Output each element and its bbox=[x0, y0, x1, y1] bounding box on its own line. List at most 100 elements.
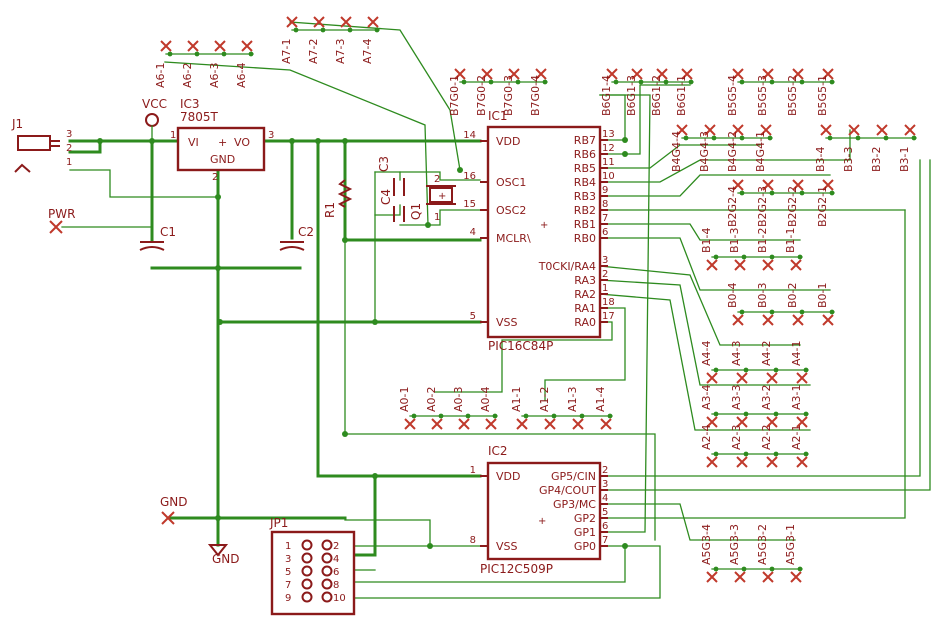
pad-x-mark bbox=[732, 179, 744, 191]
jp1-pin-left: 7 bbox=[285, 580, 291, 591]
pad-x-mark bbox=[458, 418, 470, 430]
pad-junction bbox=[167, 51, 173, 57]
pad-junction bbox=[438, 413, 444, 419]
pad-junction bbox=[613, 79, 619, 85]
c1-ref: C1 bbox=[160, 225, 176, 239]
pad-x-mark bbox=[760, 124, 772, 136]
ic1-pin-name: OSC1 bbox=[496, 176, 526, 189]
solder-pad: A6-1 bbox=[154, 40, 173, 88]
pad-junction bbox=[711, 135, 717, 141]
solder-pad: A7-3 bbox=[334, 16, 353, 64]
pad-x-mark bbox=[706, 416, 718, 428]
jp1-pin-left: 1 bbox=[285, 541, 291, 552]
pad-x-mark bbox=[732, 314, 744, 326]
ic1-pin-name: RB1 bbox=[574, 218, 596, 231]
pad-label: A4-1 bbox=[790, 341, 803, 367]
ic2-pin-name: GP4/COUT bbox=[539, 484, 596, 497]
ic1-pin-name: RB6 bbox=[574, 148, 596, 161]
pad-label: B1-1 bbox=[784, 227, 797, 253]
pad-junction bbox=[911, 135, 917, 141]
pad-junction bbox=[515, 79, 521, 85]
pad-junction bbox=[579, 413, 585, 419]
ic3-plus: + bbox=[218, 136, 227, 149]
vcc-label: VCC bbox=[142, 97, 167, 111]
pad-x-mark bbox=[792, 68, 804, 80]
ic1-pin-name: MCLR\ bbox=[496, 232, 531, 245]
pad-junction bbox=[739, 135, 745, 141]
pad-x-mark bbox=[656, 68, 668, 80]
ic1-pin-name: RA3 bbox=[574, 274, 596, 287]
solder-pad: A4-2 bbox=[760, 341, 779, 384]
pad-x-mark bbox=[631, 68, 643, 80]
pad-label: B4G4-4 bbox=[670, 131, 683, 172]
pad-label: B6G1-1 bbox=[675, 75, 688, 116]
solder-pad: B6G1-2 bbox=[650, 68, 669, 116]
solder-pad: A7-2 bbox=[307, 16, 326, 64]
solder-pad: A6-2 bbox=[181, 40, 200, 89]
solder-pad: A0-3 bbox=[452, 387, 471, 430]
pad-junction bbox=[773, 451, 779, 457]
pad-junction bbox=[829, 190, 835, 196]
ic2-pin-num: 6 bbox=[602, 521, 608, 532]
solder-pad: B0-4 bbox=[726, 282, 745, 326]
jp1-pin-left: 3 bbox=[285, 554, 291, 565]
pad-label: A1-1 bbox=[510, 387, 523, 413]
j1-ref: J1 bbox=[11, 117, 23, 131]
c4-ref: C4 bbox=[379, 189, 393, 205]
pad-label: B1-3 bbox=[728, 227, 741, 253]
ic1-pin-name: RA0 bbox=[574, 316, 596, 329]
ic3-vi: VI bbox=[188, 136, 199, 149]
ic1-pin-mclr: MCLR\4 bbox=[470, 227, 531, 245]
solder-pad: B1-4 bbox=[700, 227, 719, 271]
pad-x-mark bbox=[796, 416, 808, 428]
pad-x-mark bbox=[516, 418, 528, 430]
pad-junction bbox=[739, 190, 745, 196]
jp1-pin-right: 10 bbox=[333, 593, 346, 604]
c2-ref: C2 bbox=[298, 225, 314, 239]
pad-junction bbox=[769, 254, 775, 260]
pad-junction bbox=[799, 79, 805, 85]
ic1-pin-num: 15 bbox=[463, 199, 476, 210]
capacitor-c2: C2 bbox=[279, 225, 314, 251]
pad-x-mark bbox=[706, 372, 718, 384]
pad-x-mark bbox=[706, 259, 718, 271]
pad-label: B2G2-4 bbox=[726, 186, 739, 227]
pad-label: B7G0-2 bbox=[475, 75, 488, 116]
pad-junction bbox=[797, 566, 803, 572]
pad-label: A5G3-3 bbox=[728, 524, 741, 565]
jp1-pin-left: 9 bbox=[285, 593, 291, 604]
pad-junction bbox=[320, 27, 326, 33]
ic1-plus: + bbox=[540, 220, 548, 231]
pad-junction bbox=[829, 79, 835, 85]
solder-pad: B6G1-3 bbox=[625, 68, 644, 116]
pad-x-mark bbox=[822, 314, 834, 326]
connector-j1: J1 3 2 1 bbox=[11, 117, 72, 173]
solder-pad: B5G5-4 bbox=[726, 68, 745, 116]
ic1-pin-num: 10 bbox=[602, 171, 615, 182]
solder-pad: A0-2 bbox=[425, 387, 444, 430]
ic3-gnd: GND bbox=[210, 153, 235, 166]
pad-junction bbox=[743, 451, 749, 457]
pad-label: A6-2 bbox=[181, 63, 194, 89]
pad-label: A4-4 bbox=[700, 341, 713, 367]
ic1-pin-num: 18 bbox=[602, 297, 615, 308]
pad-x-mark bbox=[848, 124, 860, 136]
pad-junction bbox=[855, 135, 861, 141]
pad-x-mark bbox=[762, 179, 774, 191]
pad-label: B3-4 bbox=[814, 146, 827, 172]
